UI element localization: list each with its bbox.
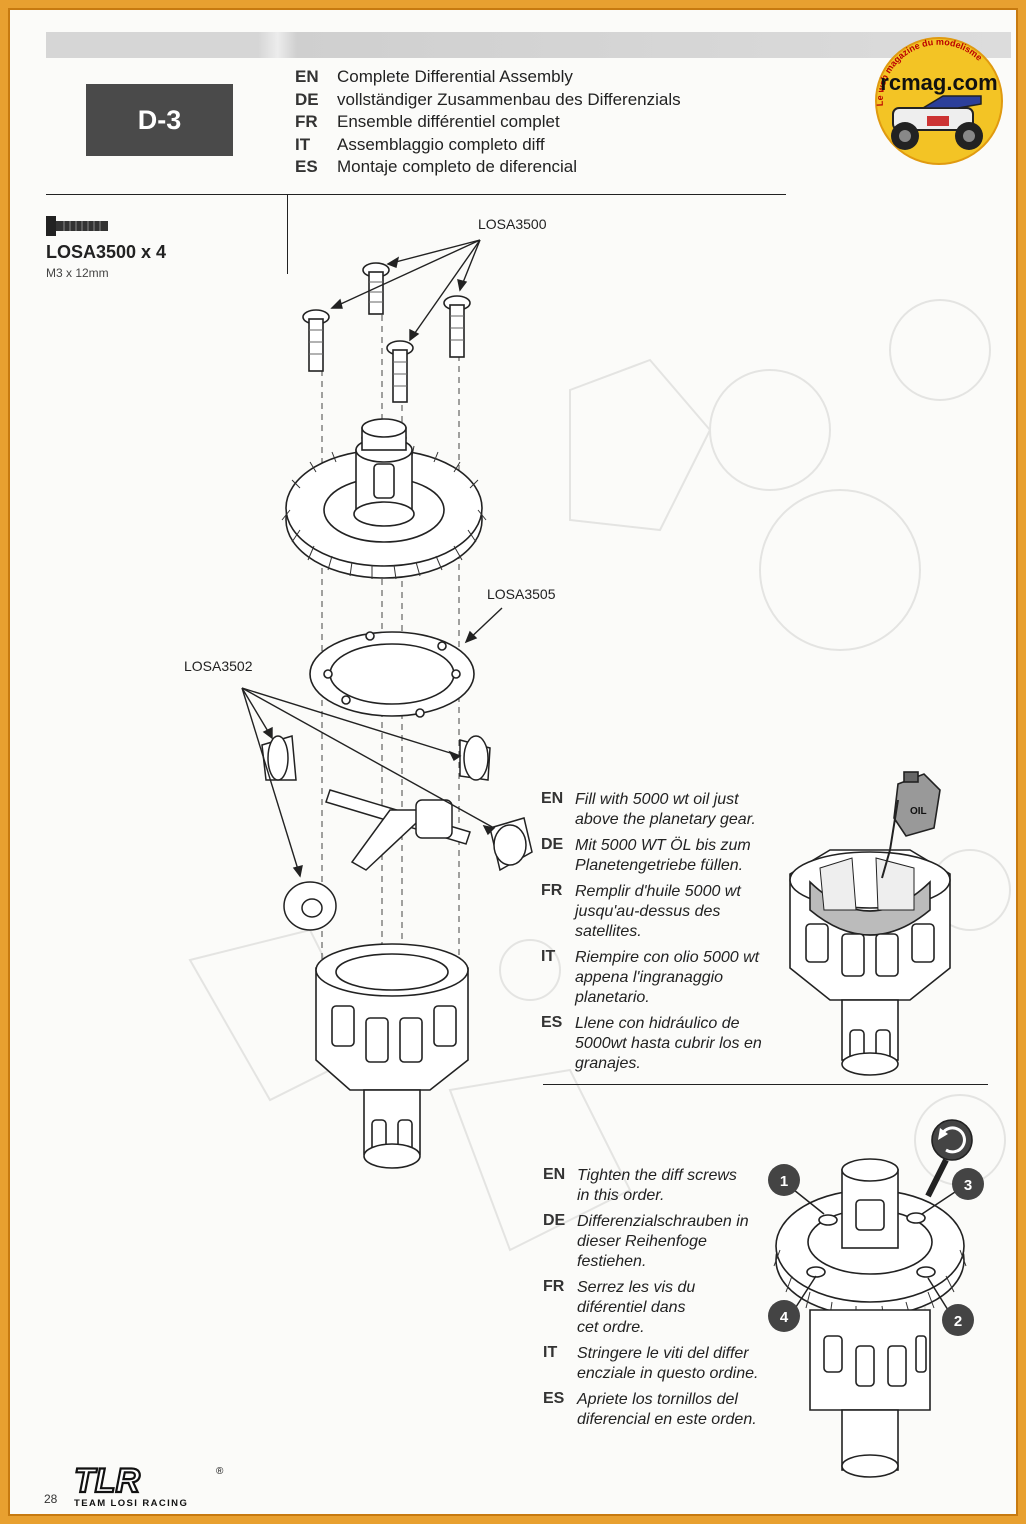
instruction-row: ES Llene con hidráulico de 5000wt hasta c… bbox=[541, 1014, 785, 1074]
callout-arrows-screws bbox=[330, 239, 481, 342]
oil-label: OIL bbox=[910, 806, 927, 817]
order-number: 1 bbox=[780, 1173, 788, 1190]
lang-code: IT bbox=[543, 1344, 558, 1361]
lang-code: ES bbox=[541, 1014, 563, 1031]
registered-mark: ® bbox=[216, 1466, 224, 1477]
title-row: EN Complete Differential Assembly bbox=[295, 66, 681, 89]
instruction-text: Serrez les vis du diférentiel dans cet o… bbox=[577, 1279, 696, 1336]
order-badge-2: 2 bbox=[927, 1277, 974, 1336]
instruction-text: Mit 5000 WT ÖL bis zum Planetengetriebe … bbox=[575, 837, 751, 874]
callout-arrows-gears bbox=[241, 687, 496, 878]
instruction-text: Apriete los tornillos del diferencial en… bbox=[577, 1391, 757, 1428]
title-text: Complete Differential Assembly bbox=[337, 67, 573, 87]
order-number: 4 bbox=[780, 1309, 789, 1326]
instruction-row: DE Mit 5000 WT ÖL bis zum Planetengetrieb… bbox=[541, 836, 785, 876]
screws bbox=[302, 262, 471, 403]
screw-icon bbox=[46, 216, 108, 236]
instruction-row: EN Fill with 5000 wt oil just above the p… bbox=[541, 790, 785, 830]
instruction-text: Stringere le viti del differ encziale in… bbox=[577, 1345, 759, 1382]
order-number: 2 bbox=[954, 1313, 962, 1330]
tighten-instructions: EN Tighten the diff screws in this order.… bbox=[543, 1166, 782, 1436]
title-row: IT Assemblaggio completo diff bbox=[295, 134, 681, 157]
ghost-background bbox=[188, 299, 1011, 1346]
instruction-row: IT Stringere le viti del differ encziale … bbox=[543, 1344, 782, 1384]
callout-losa3502: LOSA3502 bbox=[184, 658, 253, 674]
rcmag-logo: Le web magazine du modelisme rcmag.com bbox=[875, 37, 1003, 165]
order-badge-3: 3 bbox=[921, 1168, 984, 1215]
lang-code: ES bbox=[543, 1390, 565, 1407]
title-row: DE vollständiger Zusammenbau des Differen… bbox=[295, 89, 681, 112]
instruction-text: Fill with 5000 wt oil just above the pla… bbox=[575, 791, 756, 828]
instruction-text: Llene con hidráulico de 5000wt hasta cub… bbox=[575, 1015, 762, 1072]
header-bar bbox=[46, 32, 1011, 58]
lang-code: DE bbox=[541, 836, 564, 853]
bevel-gear bbox=[459, 735, 491, 781]
exploded-diagram: OIL bbox=[188, 239, 1011, 1478]
instruction-row: FR Serrez les vis du diférentiel dans cet… bbox=[543, 1278, 782, 1338]
tlr-brand: TLR bbox=[74, 1462, 141, 1500]
lang-code: FR bbox=[295, 112, 318, 132]
instruction-text: Riempire con olio 5000 wt appena l'ingra… bbox=[575, 949, 760, 1006]
lang-code: DE bbox=[543, 1212, 566, 1229]
oil-instructions: EN Fill with 5000 wt oil just above the p… bbox=[541, 790, 785, 1080]
lang-code: EN bbox=[295, 67, 319, 87]
cross-pin bbox=[325, 789, 471, 871]
title-row: ES Montaje completo de diferencial bbox=[295, 156, 681, 179]
lang-code: FR bbox=[541, 882, 563, 899]
screw bbox=[443, 295, 471, 358]
instruction-row: ES Apriete los tornillos del diferencial … bbox=[543, 1390, 782, 1430]
divider-vertical bbox=[287, 194, 288, 274]
tlr-logo: TLR ® TEAM LOSI RACING bbox=[73, 1462, 224, 1509]
oil-fill-diagram: OIL bbox=[789, 771, 951, 1076]
divider-top bbox=[46, 194, 786, 195]
hardware-part: LOSA3500 x 4 bbox=[46, 242, 167, 262]
lang-code: ES bbox=[295, 157, 318, 177]
page-number: 28 bbox=[44, 1492, 58, 1506]
gasket bbox=[309, 631, 475, 718]
tighten-diagram bbox=[773, 1119, 973, 1478]
ring-gear bbox=[281, 418, 487, 580]
order-badge-4: 4 bbox=[768, 1275, 817, 1332]
instruction-text: Differenzialschrauben in dieser Reihenfo… bbox=[577, 1213, 749, 1270]
lang-code: IT bbox=[541, 948, 556, 965]
manual-page: D-3 EN Complete Differential Assembly DE v… bbox=[8, 8, 1018, 1516]
title-text: Montaje completo de diferencial bbox=[337, 157, 578, 177]
lang-code: IT bbox=[295, 134, 311, 154]
lang-code: EN bbox=[543, 1166, 566, 1183]
bevel-gear bbox=[283, 881, 337, 931]
instruction-text: Tighten the diff screws in this order. bbox=[577, 1167, 737, 1204]
bevel-gear bbox=[489, 817, 533, 872]
lang-code: FR bbox=[543, 1278, 565, 1295]
callout-losa3500: LOSA3500 bbox=[478, 216, 547, 232]
instruction-row: EN Tighten the diff screws in this order. bbox=[543, 1166, 782, 1206]
instruction-row: FR Remplir d'huile 5000 wt jusqu'au-dessu… bbox=[541, 882, 785, 942]
lang-code: DE bbox=[295, 89, 319, 109]
screw bbox=[386, 340, 414, 403]
title-text: vollständiger Zusammenbau des Differenzi… bbox=[337, 89, 681, 109]
title-text: Assemblaggio completo diff bbox=[337, 134, 545, 154]
spider-gears bbox=[261, 735, 533, 931]
bevel-gear bbox=[261, 735, 297, 781]
diff-case bbox=[315, 943, 469, 1169]
order-badge-1: 1 bbox=[768, 1164, 825, 1215]
title-list: EN Complete Differential Assembly DE volls… bbox=[295, 66, 681, 179]
tlr-brand-full: TEAM LOSI RACING bbox=[74, 1498, 188, 1509]
hardware-spec: M3 x 12mm bbox=[46, 266, 109, 280]
lang-code: EN bbox=[541, 790, 564, 807]
logo-brand: rcmag.com bbox=[880, 70, 997, 95]
callout-arrow-gasket bbox=[464, 607, 503, 644]
order-badges: 1 2 3 4 bbox=[768, 1164, 984, 1336]
title-text: Ensemble différentiel complet bbox=[337, 112, 560, 132]
title-row: FR Ensemble différentiel complet bbox=[295, 111, 681, 134]
callout-losa3505: LOSA3505 bbox=[487, 586, 556, 602]
instruction-row: IT Riempire con olio 5000 wt appena l'ing… bbox=[541, 948, 785, 1008]
screw bbox=[302, 309, 330, 372]
divider-middle bbox=[543, 1084, 988, 1085]
instruction-row: DE Differenzialschrauben in dieser Reihen… bbox=[543, 1212, 782, 1272]
order-number: 3 bbox=[964, 1177, 972, 1194]
step-label: D-3 bbox=[86, 84, 233, 156]
instruction-text: Remplir d'huile 5000 wt jusqu'au-dessus … bbox=[575, 883, 741, 940]
